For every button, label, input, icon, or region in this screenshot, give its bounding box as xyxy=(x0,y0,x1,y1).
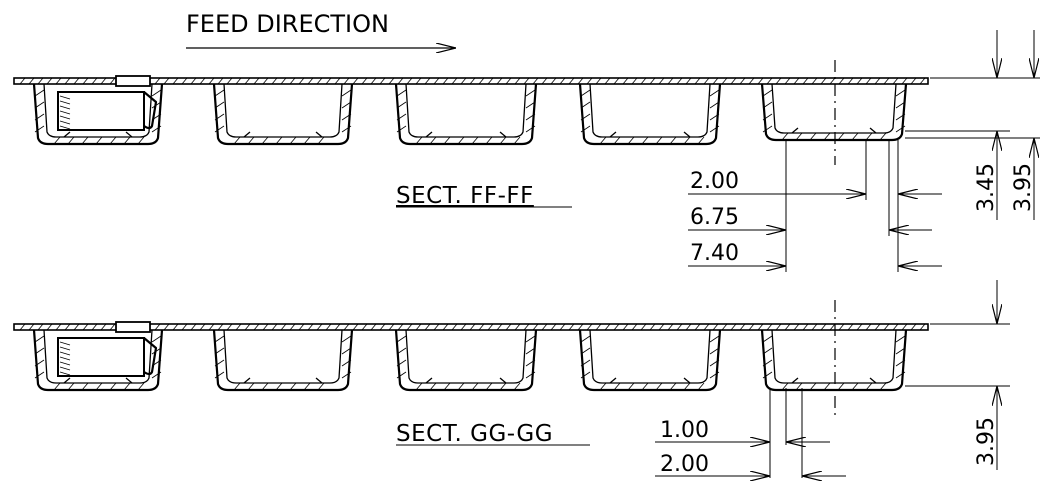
dim-ff-3-45: 3.45 xyxy=(974,163,999,212)
dim-ff-2-00: 2.00 xyxy=(690,169,739,194)
dim-gg-1-00: 1.00 xyxy=(660,418,709,443)
dim-ff-3-95: 3.95 xyxy=(1011,163,1036,212)
dim-ff-6-75: 6.75 xyxy=(690,205,739,230)
dimensions-gg xyxy=(655,280,1010,478)
tape-profile-gg xyxy=(13,321,929,392)
feed-direction-label: FEED DIRECTION xyxy=(186,10,389,38)
section-label-gg: SECT. GG-GG xyxy=(396,421,553,447)
dimensions-ff xyxy=(688,30,1040,272)
dim-ff-7-40: 7.40 xyxy=(690,241,739,266)
section-label-ff: SECT. FF-FF xyxy=(396,183,534,209)
dim-gg-3-95: 3.95 xyxy=(974,417,999,466)
dim-gg-2-00: 2.00 xyxy=(660,452,709,477)
tape-profile-ff xyxy=(13,75,929,146)
